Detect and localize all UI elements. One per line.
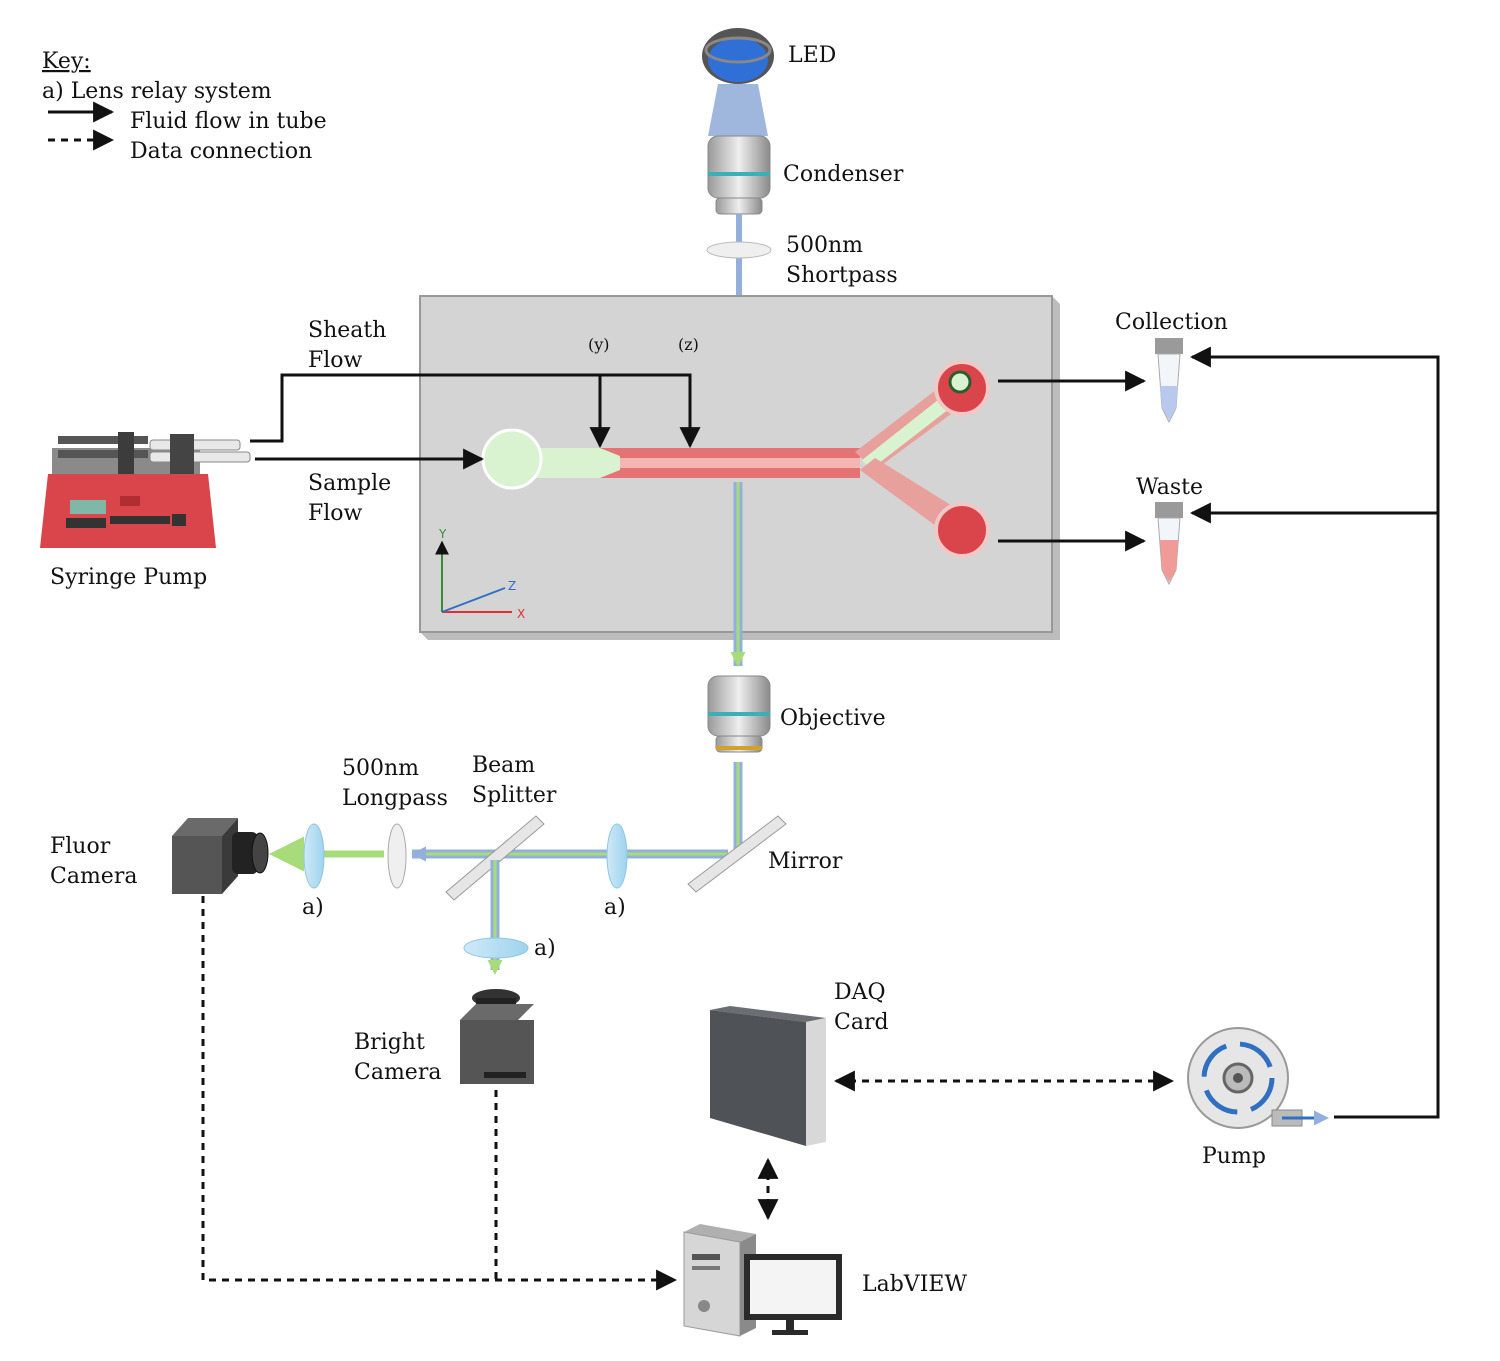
pump-label: Pump (1202, 1144, 1266, 1169)
shortpass-label-1: 500nm (786, 233, 863, 258)
daq-label-1: DAQ (834, 980, 886, 1005)
daq-card (710, 1006, 826, 1146)
relay-lens-bottom (463, 937, 529, 959)
beam-splitter-label-1: Beam (472, 753, 535, 778)
beam-splitter (445, 815, 545, 901)
collection-tube-vial (1155, 338, 1183, 424)
key-data-connection: Data connection (130, 139, 312, 164)
syringe-pump-body (40, 474, 216, 548)
pump (1187, 1027, 1329, 1129)
sample-label-2: Flow (308, 501, 363, 526)
longpass-label-2: Longpass (342, 786, 448, 811)
objective-label: Objective (780, 706, 886, 731)
objective (707, 675, 771, 753)
relay-lens-left (303, 823, 325, 889)
microfluidic-chip: Y Z X (419, 295, 1060, 640)
labview-computer (683, 1224, 842, 1337)
led (702, 28, 774, 84)
pump-to-collection-tube (1189, 346, 1440, 1119)
mirror (687, 815, 787, 893)
sheath-label-1: Sheath (308, 318, 386, 343)
key-lens-relay: a) Lens relay system (42, 79, 272, 104)
bright-camera-label-2: Camera (354, 1060, 441, 1085)
fluor-camera-label-2: Camera (50, 864, 137, 889)
relay-lens-left-label: a) (302, 895, 324, 920)
sheath-tube-z (250, 373, 701, 449)
axis-y-label: Y (438, 527, 447, 541)
syringe-pump-label: Syringe Pump (50, 565, 207, 590)
axis-z-label: Z (508, 579, 516, 593)
axis-x-label: X (517, 607, 525, 621)
beam-splitter-label-2: Splitter (472, 783, 557, 808)
mirror-label: Mirror (768, 849, 843, 874)
condenser (707, 135, 771, 215)
shortpass-label-2: Shortpass (786, 263, 898, 288)
key-title: Key: (42, 49, 91, 74)
key-fluid-flow: Fluid flow in tube (130, 109, 327, 134)
relay-lens-bottom-label: a) (534, 936, 556, 961)
sample-inlet (481, 428, 543, 490)
z-port-label: (z) (678, 335, 699, 354)
labview-label: LabVIEW (862, 1272, 967, 1297)
relay-lens-right (606, 823, 628, 889)
sheath-label-2: Flow (308, 348, 363, 373)
led-light-cone (708, 84, 768, 136)
fluor-camera (172, 818, 269, 894)
bright-camera-label-1: Bright (354, 1030, 425, 1055)
led-label: LED (788, 43, 836, 68)
syringe-pump (40, 432, 251, 548)
fluor-camera-data-link (201, 896, 678, 1291)
daq-label-2: Card (834, 1010, 889, 1035)
bright-camera (460, 989, 534, 1084)
collection-label: Collection (1115, 310, 1228, 335)
condenser-label: Condenser (783, 162, 904, 187)
waste-outlet (934, 502, 990, 558)
y-port-label: (y) (588, 335, 610, 354)
led-bulb (708, 38, 768, 82)
sample-label-1: Sample (308, 471, 391, 496)
fluor-camera-label-1: Fluor (50, 834, 111, 859)
shortpass-filter (706, 241, 772, 259)
waste-tube-vial (1155, 502, 1183, 586)
longpass-filter (387, 823, 407, 889)
key-legend: Key: a) Lens relay system Fluid flow in … (42, 49, 327, 164)
longpass-label-1: 500nm (342, 756, 419, 781)
waste-label: Waste (1136, 475, 1203, 500)
relay-lens-right-label: a) (604, 895, 626, 920)
